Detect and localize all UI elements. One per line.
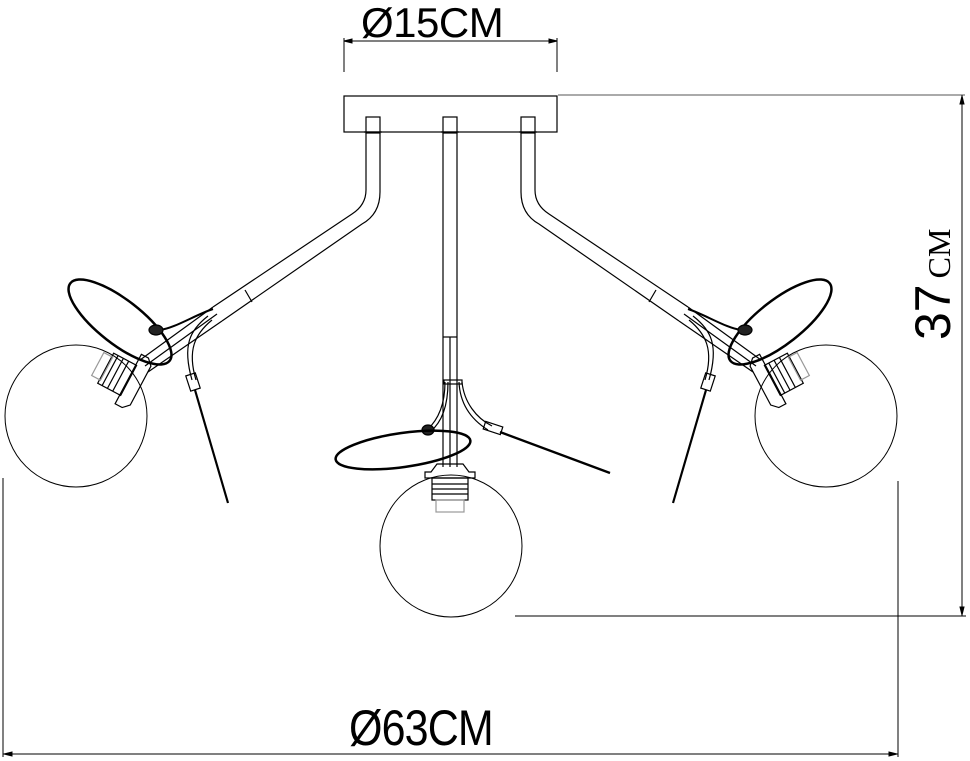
dimension-overall-width xyxy=(2,478,899,757)
center-ring xyxy=(334,429,472,471)
left-cable xyxy=(159,308,230,504)
canopy-diameter-label: Ø15CM xyxy=(361,0,504,46)
canopy xyxy=(343,95,558,134)
height-label-number: 37 xyxy=(905,284,961,340)
right-cable xyxy=(671,308,742,504)
right-ring xyxy=(727,278,833,366)
center-stem xyxy=(421,133,611,475)
left-connector-knot xyxy=(148,324,164,336)
center-socket xyxy=(424,463,476,513)
left-globe xyxy=(4,344,148,488)
left-ring xyxy=(67,278,173,366)
right-globe xyxy=(754,344,898,488)
dimension-height xyxy=(515,94,966,617)
right-socket xyxy=(749,351,811,409)
dimension-top-canopy xyxy=(343,38,558,72)
center-globe xyxy=(379,474,523,618)
left-arm xyxy=(139,133,381,373)
height-label: 37CM xyxy=(905,200,961,340)
right-connector-knot xyxy=(737,324,753,336)
height-label-unit: CM xyxy=(921,228,957,279)
overall-diameter-label: Ø63CM xyxy=(349,700,494,756)
right-arm xyxy=(520,133,762,373)
